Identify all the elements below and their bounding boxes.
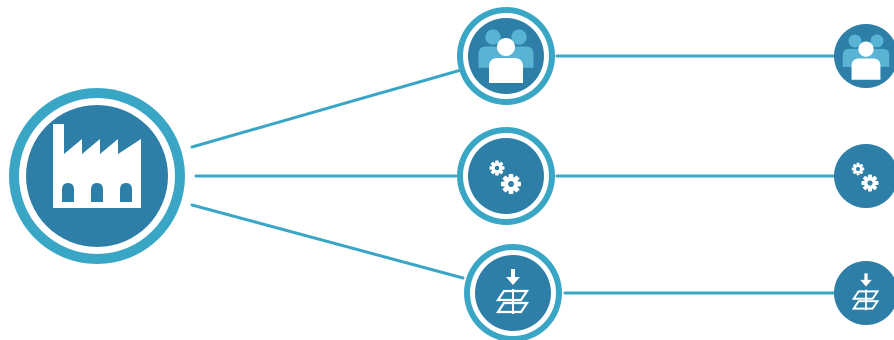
gears-icon [851, 162, 879, 192]
connector-factory-people [190, 68, 463, 149]
install-icon [495, 269, 530, 314]
install-node-right [834, 261, 894, 325]
gears-node-mid [457, 127, 555, 225]
install-icon [851, 273, 880, 311]
gears-node-right [834, 144, 894, 208]
connector-factory-install [190, 203, 465, 280]
gears-icon [489, 160, 521, 194]
people-node-mid [457, 7, 555, 105]
install-node-mid [464, 244, 562, 340]
people-node-right [834, 24, 894, 88]
factory-icon [53, 124, 141, 208]
factory-node [9, 88, 185, 264]
connector-lines [190, 54, 840, 295]
